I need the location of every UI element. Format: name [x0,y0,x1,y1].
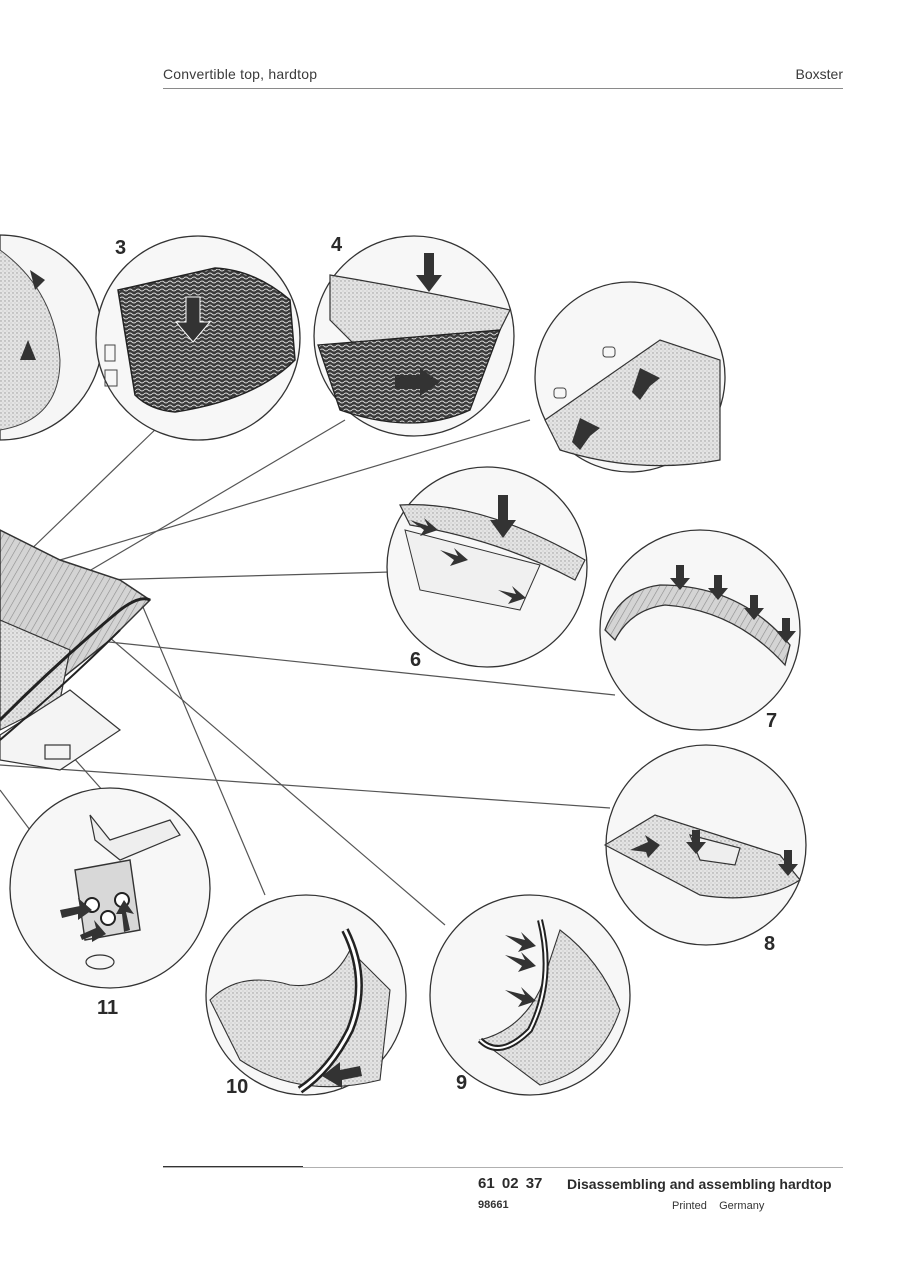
footer-divider [163,1167,843,1168]
detail-6-circle [386,466,588,668]
footer-section-code: 61 02 37 [478,1175,543,1192]
callout-11: 11 [97,997,118,1019]
detail-2-circle [0,234,104,441]
detail-11-circle [9,787,211,989]
callout-4: 4 [331,234,343,256]
detail-9-circle [429,894,631,1096]
detail-3-circle [95,235,301,441]
callout-7: 7 [766,710,777,732]
detail-4-circle [313,235,515,437]
callout-10: 10 [226,1076,248,1098]
callout-8: 8 [764,933,775,955]
callout-3: 3 [115,237,126,259]
detail-10-circle [205,894,407,1096]
detail-8-circle [603,744,807,946]
callout-6: 6 [410,649,421,671]
footer-title: Disassembling and assembling hardtop [567,1176,832,1192]
base-assembly [0,529,152,771]
header-model: Boxster [795,66,843,82]
header-divider [163,88,843,89]
footer-printed: Printed Germany [672,1200,765,1212]
header-section: Convertible top, hardtop [163,66,318,82]
callout-9: 9 [456,1072,467,1094]
footer-doc-number: 98661 [478,1199,509,1211]
detail-7-circle [599,529,801,731]
detail-5-circle [534,281,726,473]
